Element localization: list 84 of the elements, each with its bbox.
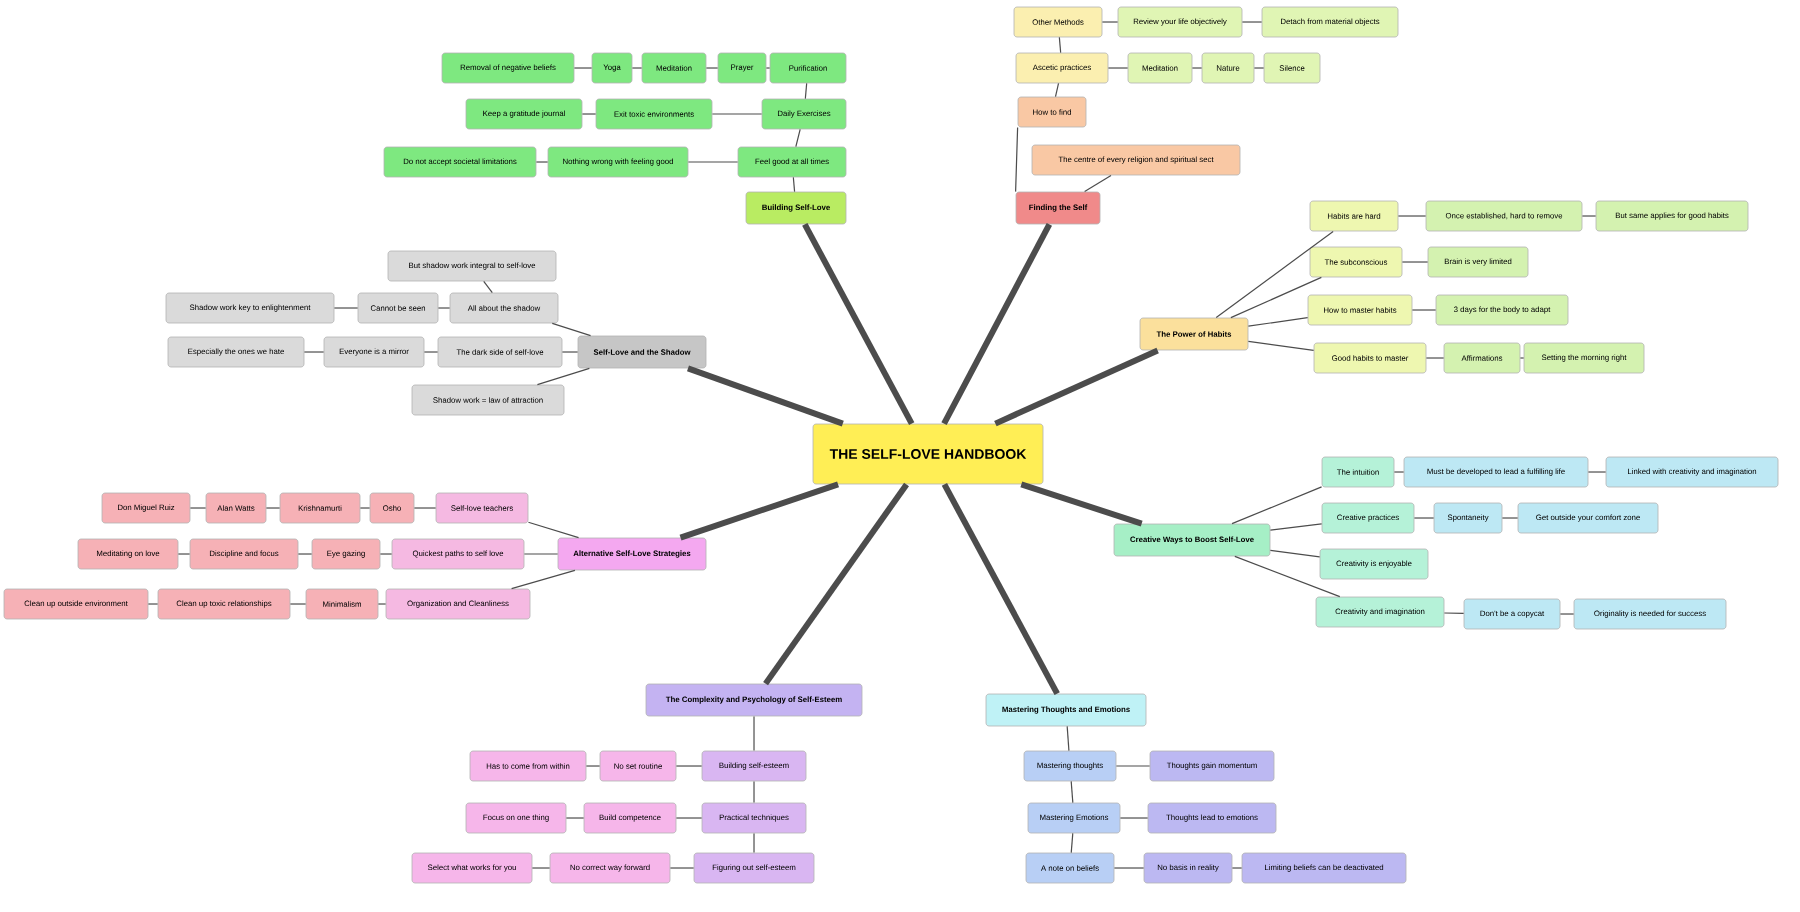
- connector-line: [763, 482, 909, 686]
- connector-line: [1066, 725, 1070, 752]
- connector-line: [1581, 215, 1597, 217]
- connector-line: [795, 128, 801, 148]
- connector-line: [675, 817, 703, 819]
- connector-line: [289, 603, 307, 605]
- connector-line: [802, 223, 915, 426]
- connector-line: [303, 351, 325, 353]
- connector-line: [1215, 230, 1334, 319]
- connector-line: [535, 161, 549, 163]
- connector-line: [1269, 549, 1321, 558]
- connector-line: [1115, 765, 1151, 767]
- connector-line: [585, 765, 601, 767]
- connector-line: [705, 67, 719, 69]
- connector-line: [753, 780, 755, 804]
- connector-line: [1241, 21, 1263, 23]
- connector-line: [581, 113, 597, 115]
- connector-line: [1413, 517, 1435, 519]
- connector-line: [565, 817, 585, 819]
- connector-line: [675, 765, 703, 767]
- connector-line: [531, 867, 551, 869]
- connector-line: [753, 832, 755, 854]
- connector-line: [177, 553, 191, 555]
- connector-line: [1113, 867, 1145, 869]
- connector-line: [1191, 67, 1203, 69]
- connector-line: [1054, 82, 1060, 98]
- connector-line: [527, 521, 580, 539]
- connector-line: [1058, 36, 1062, 54]
- connector-line: [994, 347, 1159, 427]
- connector-line: [1253, 67, 1265, 69]
- connector-line: [1231, 486, 1323, 525]
- connector-line: [631, 67, 643, 69]
- connector-line: [1247, 340, 1315, 351]
- connector-line: [1231, 867, 1243, 869]
- connector-line: [147, 603, 159, 605]
- connector-line: [1119, 817, 1149, 819]
- connector-line: [711, 113, 763, 115]
- connector-line: [686, 365, 844, 427]
- connector-line: [1234, 555, 1341, 598]
- connector-line: [265, 507, 281, 509]
- connector-line: [1501, 517, 1519, 519]
- connector-line: [1230, 276, 1322, 319]
- connector-line: [1519, 357, 1525, 359]
- connector-line: [1070, 832, 1074, 854]
- connector-line: [1269, 523, 1323, 531]
- connector-line: [377, 603, 387, 605]
- connector-line: [523, 553, 559, 555]
- connector-line: [573, 67, 593, 69]
- connector-line: [423, 351, 439, 353]
- connector-line: [1401, 261, 1429, 263]
- connector-line: [359, 507, 371, 509]
- connector-line: [765, 67, 771, 69]
- connector-line: [1411, 309, 1437, 311]
- connector-line: [511, 569, 576, 590]
- connector-line: [1247, 316, 1309, 327]
- connector-line: [1443, 612, 1465, 614]
- connector-line: [687, 161, 739, 163]
- connector-line: [1084, 174, 1112, 193]
- connector-line: [437, 307, 451, 309]
- connector-line: [1559, 613, 1575, 615]
- connector-line: [413, 507, 437, 509]
- connector-line: [753, 715, 755, 752]
- connector-line: [1425, 357, 1445, 359]
- connector-line: [379, 553, 393, 555]
- connector-line: [551, 322, 592, 337]
- connector-line: [669, 867, 695, 869]
- connector-line: [679, 481, 840, 541]
- connector-line: [1015, 126, 1019, 193]
- connector-line: [189, 507, 207, 509]
- connector-line: [1020, 481, 1143, 527]
- connector-line: [333, 307, 359, 309]
- connector-line: [1397, 215, 1427, 217]
- connector-line: [792, 176, 796, 193]
- connector-line: [1587, 471, 1607, 473]
- connector-line: [1070, 780, 1074, 804]
- connector-line: [561, 351, 579, 353]
- connector-line: [483, 280, 493, 294]
- connector-line: [1107, 67, 1129, 69]
- connector-line: [804, 82, 808, 100]
- connector-line: [536, 367, 590, 386]
- connector-line: [1101, 21, 1119, 23]
- connector-line: [941, 483, 1060, 696]
- connector-line: [1393, 471, 1405, 473]
- connector-line: [297, 553, 313, 555]
